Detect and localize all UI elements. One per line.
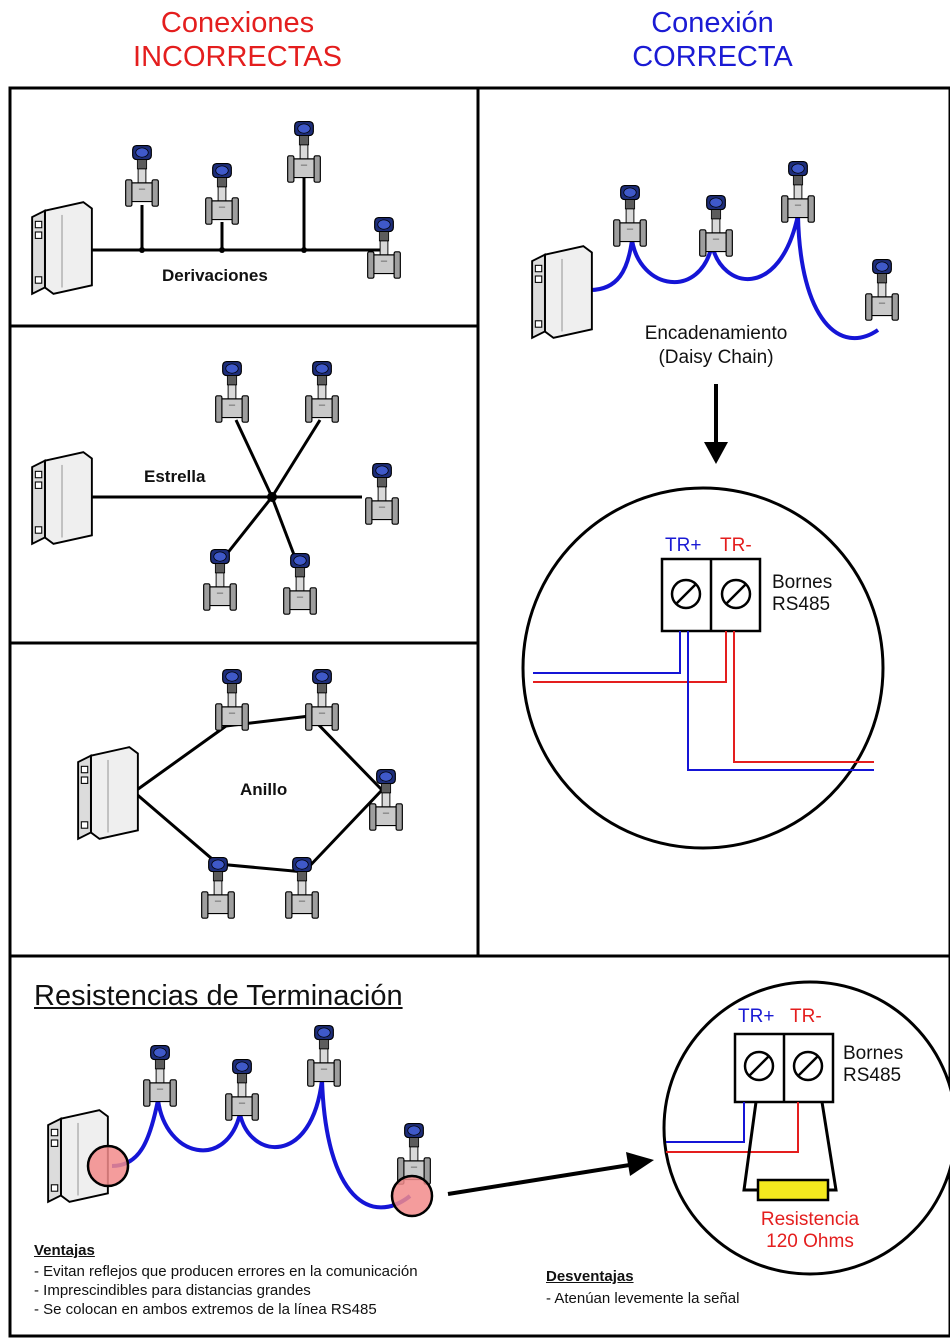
advantage-item: - Imprescindibles para distancias grande…: [34, 1282, 311, 1299]
bornes-small-line1: Bornes: [843, 1043, 904, 1064]
advantage-item: - Evitan reflejos que producen errores e…: [34, 1263, 418, 1280]
flow-meter: [214, 360, 250, 423]
flow-meter: [202, 548, 238, 611]
termination-marker-start: [86, 1144, 130, 1188]
tr-minus-label-small: TR-: [790, 1006, 822, 1027]
flow-meter: [282, 552, 318, 615]
controller-module: [31, 451, 93, 545]
ring-topology: [77, 668, 404, 919]
controller-module: [31, 201, 93, 295]
termination-marker-end: [390, 1174, 434, 1218]
branches-topology: [31, 120, 402, 295]
bornes-line2: RS485: [772, 594, 831, 615]
flow-meter: [214, 668, 250, 731]
tr-plus-label: TR+: [665, 535, 702, 556]
flow-meter: [142, 1044, 178, 1107]
flow-meter: [124, 144, 160, 207]
incorrect-header-line2: INCORRECTAS: [133, 41, 342, 73]
daisy-chain-topology: [531, 160, 900, 341]
daisy-line1: Encadenamiento: [644, 323, 788, 344]
disadvantages-title: Desventajas: [546, 1268, 634, 1285]
flow-meter: [780, 160, 816, 223]
flow-meter: [304, 668, 340, 731]
correct-header-line1: Conexión: [651, 7, 774, 39]
bornes-label: Bornes RS485: [772, 572, 832, 616]
disadvantages-list: - Atenúan levemente la señal: [546, 1289, 739, 1308]
advantages-title: Ventajas: [34, 1242, 95, 1259]
flow-meter: [200, 856, 236, 919]
disadvantage-item: - Atenúan levemente la señal: [546, 1290, 740, 1307]
flow-meter: [284, 856, 320, 919]
termination-frame: [8, 954, 950, 1338]
star-topology: [31, 360, 400, 615]
flow-meter: [612, 184, 648, 247]
bornes-label-small: Bornes RS485: [843, 1043, 903, 1087]
flow-meter: [366, 216, 402, 279]
arrow-down-icon: [704, 384, 728, 464]
resistor-line2: 120 Ohms: [766, 1231, 854, 1252]
controller-module: [77, 746, 139, 840]
flow-meter: [304, 360, 340, 423]
resistor: [756, 1178, 830, 1202]
bornes-small-line2: RS485: [843, 1065, 902, 1086]
daisy-line2: (Daisy Chain): [658, 347, 774, 368]
tr-minus-label: TR-: [720, 535, 752, 556]
advantages-list: - Evitan reflejos que producen errores e…: [34, 1262, 418, 1319]
flow-meter: [364, 462, 400, 525]
termination-title: Resistencias de Terminación: [34, 980, 403, 1012]
arrow-right-icon: [447, 1152, 654, 1196]
tr-plus-label-small: TR+: [738, 1006, 775, 1027]
controller-module: [531, 245, 593, 339]
label-star: Estrella: [144, 467, 206, 486]
flow-meter: [224, 1058, 260, 1121]
terminal-detail-circle: [521, 486, 885, 850]
advantage-item: - Se colocan en ambos extremos de la lín…: [34, 1301, 377, 1318]
flow-meter: [864, 258, 900, 321]
label-daisy-chain: Encadenamiento (Daisy Chain): [616, 322, 816, 370]
resistor-line1: Resistencia: [760, 1209, 860, 1230]
flow-meter: [204, 162, 240, 225]
correct-header: Conexión CORRECTA: [475, 6, 950, 74]
resistor-detail-circle: [662, 980, 950, 1276]
label-ring: Anillo: [240, 780, 288, 799]
incorrect-header: Conexiones INCORRECTAS: [0, 6, 475, 74]
correct-header-line2: CORRECTA: [632, 41, 793, 73]
flow-meter: [698, 194, 734, 257]
flow-meter: [286, 120, 322, 183]
incorrect-header-line1: Conexiones: [160, 7, 315, 39]
bornes-line1: Bornes: [772, 572, 833, 593]
resistor-label: Resistencia 120 Ohms: [730, 1209, 890, 1253]
label-branches: Derivaciones: [162, 266, 268, 285]
termination-chain: [47, 1024, 434, 1218]
flow-meter: [306, 1024, 342, 1087]
